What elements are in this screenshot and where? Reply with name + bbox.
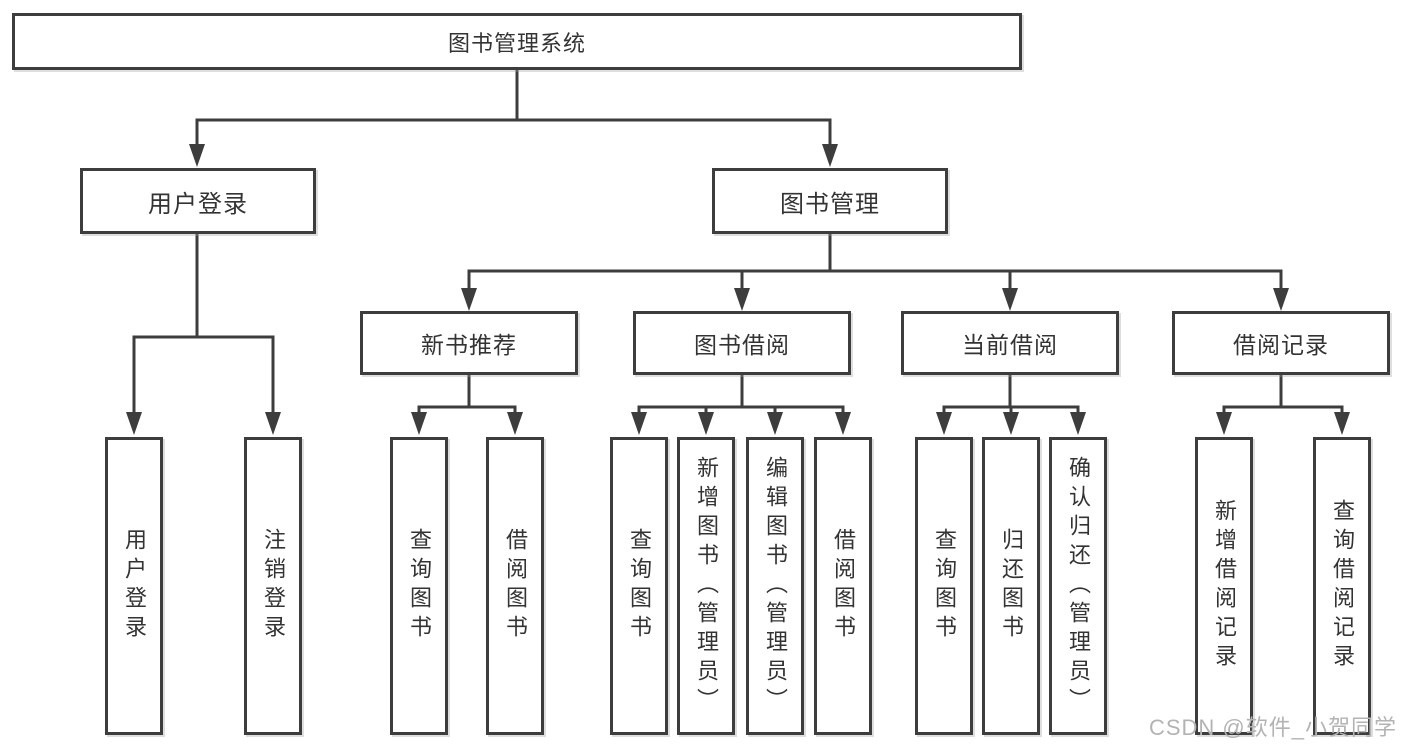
node-current-borrowing: 当前借阅 bbox=[901, 311, 1119, 375]
leaf-user-login: 用户登录 bbox=[105, 437, 163, 735]
leaf-add-books-admin: 新增图书（管理员） bbox=[677, 437, 735, 735]
node-label: 当前借阅 bbox=[962, 332, 1058, 358]
leaf-query-books-current: 查询图书 bbox=[915, 437, 973, 735]
leaf-confirm-return-admin: 确认归还（管理员） bbox=[1049, 437, 1107, 735]
node-book-borrowing: 图书借阅 bbox=[633, 311, 851, 375]
leaf-label: 编辑图书（管理员） bbox=[763, 455, 788, 717]
node-label: 新书推荐 bbox=[421, 332, 517, 358]
leaf-label: 新增借阅记录 bbox=[1212, 499, 1237, 673]
leaf-label: 借阅图书 bbox=[831, 528, 856, 644]
leaf-edit-books-admin: 编辑图书（管理员） bbox=[746, 437, 804, 735]
leaf-label: 归还图书 bbox=[999, 528, 1024, 644]
leaf-label: 用户登录 bbox=[122, 528, 147, 644]
csdn-watermark: CSDN @软件_小贺同学 bbox=[1148, 715, 1397, 740]
leaf-borrow-books-borrowing: 借阅图书 bbox=[814, 437, 872, 735]
node-new-book-recommendation: 新书推荐 bbox=[360, 311, 578, 375]
leaf-label: 查询图书 bbox=[932, 528, 957, 644]
leaf-query-books-borrowing: 查询图书 bbox=[610, 437, 668, 735]
node-book-management: 图书管理 bbox=[712, 168, 948, 234]
node-borrowing-records: 借阅记录 bbox=[1172, 311, 1390, 375]
node-label: 借阅记录 bbox=[1233, 332, 1329, 358]
node-label: 用户登录 bbox=[148, 190, 248, 218]
leaf-label: 注销登录 bbox=[261, 528, 286, 644]
node-label: 图书管理系统 bbox=[447, 30, 586, 56]
leaf-query-borrow-record: 查询借阅记录 bbox=[1313, 437, 1371, 735]
leaf-query-books-recommend: 查询图书 bbox=[390, 437, 448, 735]
leaf-add-borrow-record: 新增借阅记录 bbox=[1195, 437, 1253, 735]
arrowheads bbox=[126, 144, 1350, 435]
leaf-borrow-books-recommend: 借阅图书 bbox=[486, 437, 544, 735]
node-label: 图书管理 bbox=[780, 190, 880, 218]
leaf-label: 查询图书 bbox=[627, 528, 652, 644]
leaf-label: 借阅图书 bbox=[503, 528, 528, 644]
leaf-logout: 注销登录 bbox=[244, 437, 302, 735]
node-label: 图书借阅 bbox=[694, 332, 790, 358]
leaf-label: 新增图书（管理员） bbox=[694, 455, 719, 717]
leaf-label: 查询图书 bbox=[407, 528, 432, 644]
connector-strokes bbox=[132, 70, 1344, 414]
node-library-system: 图书管理系统 bbox=[12, 13, 1022, 70]
leaf-label: 确认归还（管理员） bbox=[1066, 455, 1091, 717]
leaf-label: 查询借阅记录 bbox=[1330, 499, 1355, 673]
node-user-login: 用户登录 bbox=[80, 168, 316, 234]
leaf-return-books: 归还图书 bbox=[982, 437, 1040, 735]
